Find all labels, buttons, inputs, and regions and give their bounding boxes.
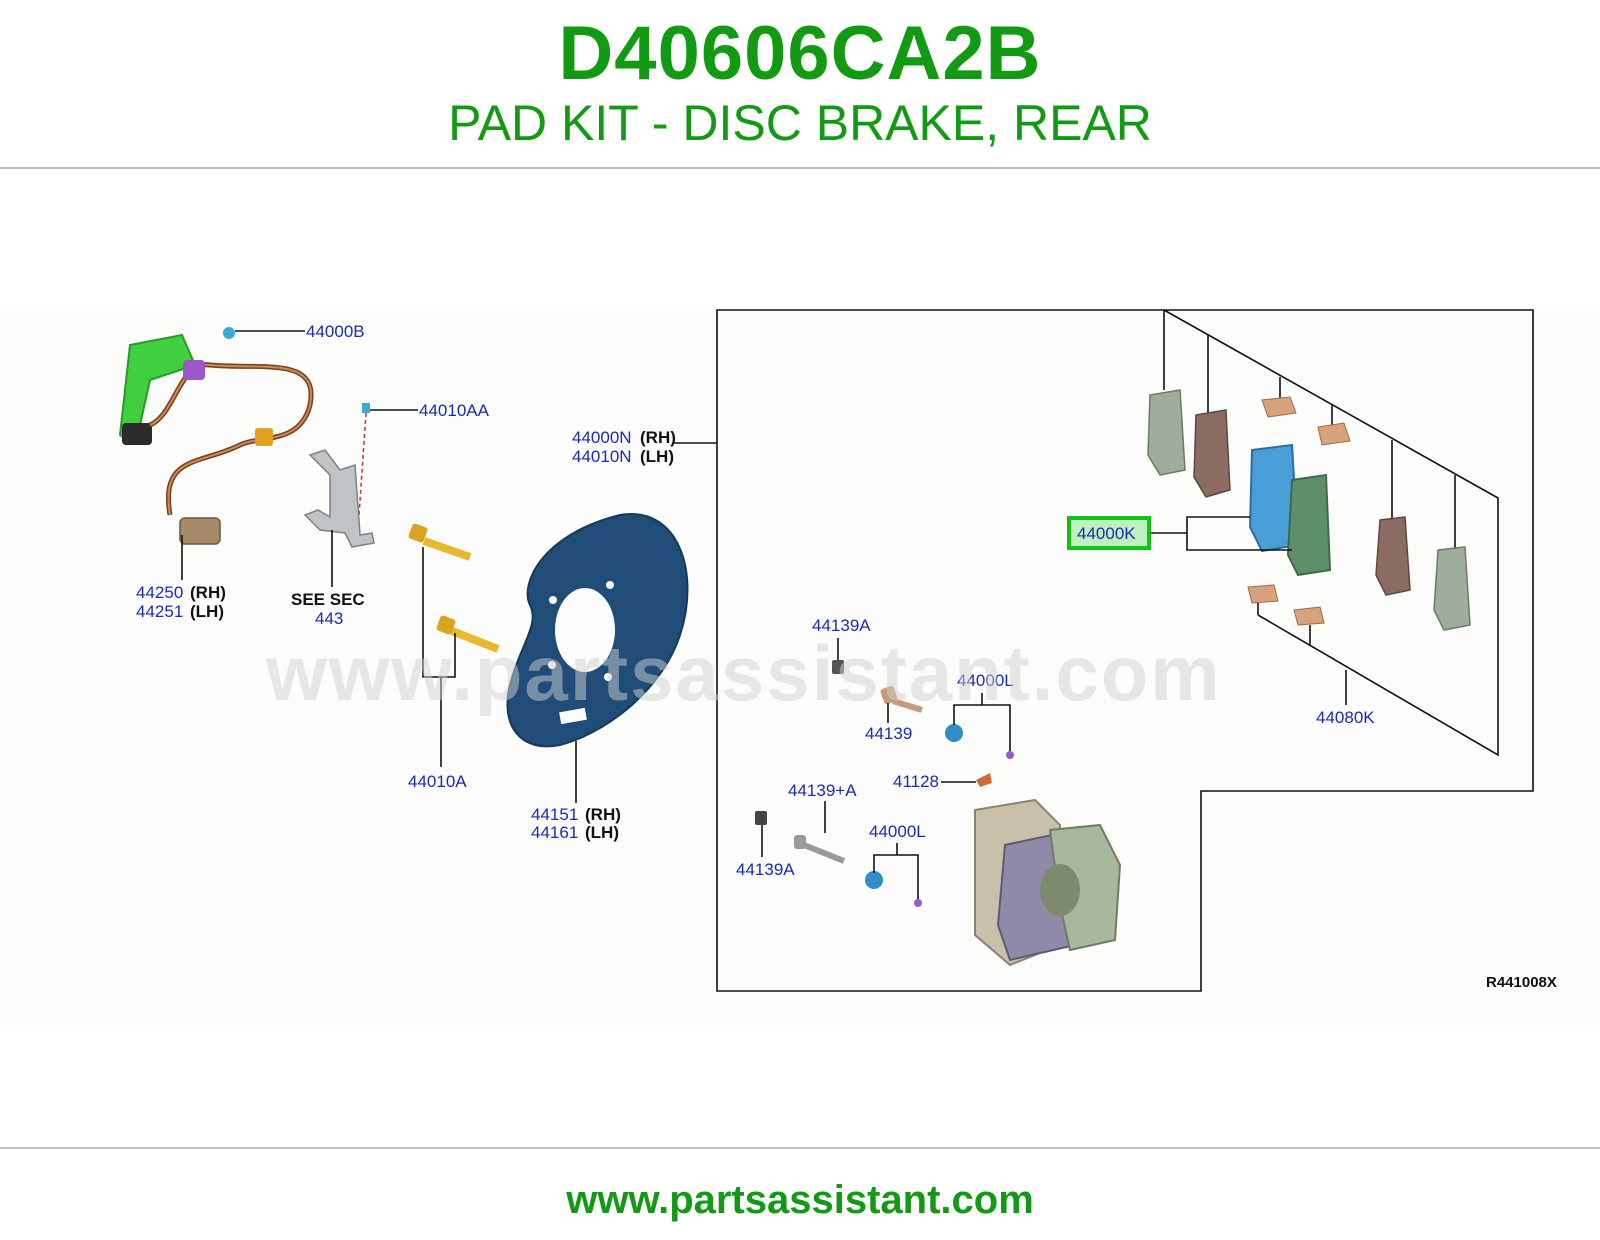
callout-44080K[interactable]: 44080K xyxy=(1316,708,1375,727)
dust-shield xyxy=(506,513,689,748)
callout-44161[interactable]: 44161 xyxy=(531,823,578,842)
callout-44000K[interactable]: 44000K xyxy=(1077,524,1136,543)
callout-44000N[interactable]: 44000N xyxy=(572,428,632,447)
figure-code: R441008X xyxy=(1486,974,1557,991)
sensor-bracket xyxy=(303,449,375,548)
callout-44010A[interactable]: 44010A xyxy=(408,772,467,791)
pad-clips xyxy=(1247,396,1351,626)
footer-divider xyxy=(0,1147,1600,1149)
caliper-body xyxy=(974,798,1122,967)
callout-44139[interactable]: 44139 xyxy=(865,724,912,743)
callout-44010N[interactable]: 44010N xyxy=(572,447,632,466)
callout-44139plusA[interactable]: 44139+A xyxy=(788,781,857,800)
callout-44010N-side: (LH) xyxy=(640,447,674,466)
page-header: D40606CA2B PAD KIT - DISC BRAKE, REAR xyxy=(0,0,1600,168)
callout-44139A-bottom[interactable]: 44139A xyxy=(736,860,795,879)
callout-44010AA[interactable]: 44010AA xyxy=(419,401,490,420)
callout-44251[interactable]: 44251 xyxy=(136,602,183,621)
callout-44000N-side: (RH) xyxy=(640,428,676,447)
caliper-assembly-box xyxy=(716,309,1534,992)
parts-diagram: 44000B 44010AA 44250 (RH) 44251 (LH) SEE… xyxy=(0,305,1600,1025)
bolts-44010A xyxy=(408,523,500,653)
see-sec-link[interactable]: 443 xyxy=(315,609,343,628)
sensor-harness xyxy=(118,327,314,545)
callout-41128[interactable]: 41128 xyxy=(893,772,939,791)
caliper-hardware xyxy=(755,660,1014,907)
callout-44000L-top[interactable]: 44000L xyxy=(957,671,1014,690)
watermark: www.partsassistant.com xyxy=(265,629,1222,717)
part-description: PAD KIT - DISC BRAKE, REAR xyxy=(448,95,1152,151)
bolt-44010AA xyxy=(357,403,370,531)
callout-44000L-bottom[interactable]: 44000L xyxy=(869,822,926,841)
callout-44000B[interactable]: 44000B xyxy=(306,322,365,341)
callout-44151-side: (RH) xyxy=(585,805,621,824)
callout-44161-side: (LH) xyxy=(585,823,619,842)
footer-url[interactable]: www.partsassistant.com xyxy=(566,1178,1034,1222)
callout-44251-side: (LH) xyxy=(190,602,224,621)
callout-44151[interactable]: 44151 xyxy=(531,805,578,824)
callout-44139A-top[interactable]: 44139A xyxy=(812,616,871,635)
callout-44250[interactable]: 44250 xyxy=(136,583,183,602)
header-divider xyxy=(0,167,1600,169)
see-sec-label: SEE SEC xyxy=(291,590,365,609)
highlight-box xyxy=(1067,516,1151,550)
brake-pads xyxy=(1147,389,1471,631)
part-number: D40606CA2B xyxy=(558,11,1042,96)
callout-44250-side: (RH) xyxy=(190,583,226,602)
